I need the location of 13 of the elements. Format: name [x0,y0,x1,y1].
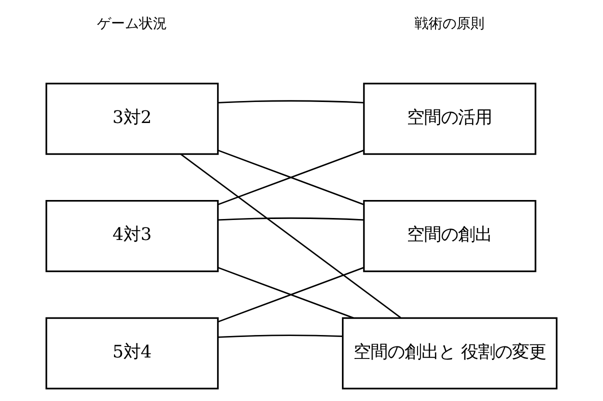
connector [218,100,364,104]
node-box: 5対4 [46,317,219,390]
connector [218,334,343,338]
connector [218,217,364,221]
node-box: 空間の創出 [363,200,536,272]
connector [218,150,364,206]
node-box: 3対2 [46,82,219,155]
connector [180,154,402,318]
node-box: 空間の創出と 役割の変更 [342,317,558,390]
label: ゲーム状況 [97,16,168,32]
label: 戦術の原則 [414,16,485,32]
node-box: 空間の活用 [363,82,536,155]
node-box: 4対3 [46,200,219,272]
